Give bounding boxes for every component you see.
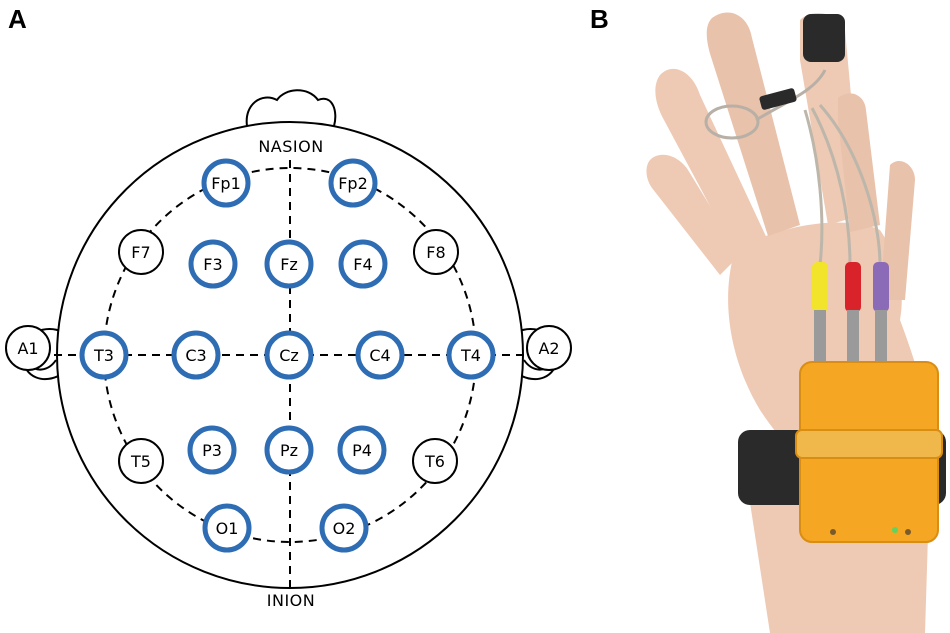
electrode-o1-label: O1 (216, 519, 239, 538)
thumb-right (880, 160, 915, 300)
electrode-t6-ring (412, 438, 458, 484)
electrode-a1: A1 (5, 325, 51, 371)
electrode-c3: C3 (171, 330, 221, 380)
electrode-c4-ring (355, 330, 405, 380)
electrode-f4: F4 (338, 239, 388, 289)
electrode-f8-ring (413, 229, 459, 275)
electrode-fz-ring (264, 239, 314, 289)
electrode-t3-ring (79, 330, 129, 380)
cable-connector (759, 88, 797, 110)
electrode-fp1-label: Fp1 (211, 174, 241, 193)
lead-wire-2 (810, 107, 852, 266)
nose-outline (245, 89, 337, 127)
electrode-f4-ring (338, 239, 388, 289)
inion-label-backdrop (258, 589, 324, 611)
electrode-t5-label: T5 (130, 452, 151, 471)
electrode-f7-ring (118, 229, 164, 275)
device-screw-2 (905, 529, 911, 535)
sensor-cable (755, 69, 827, 122)
electrode-fz-label: Fz (280, 255, 298, 274)
electrode-o1: O1 (202, 503, 252, 553)
electrode-pz-ring (264, 425, 314, 475)
electrode-c4-label: C4 (369, 346, 390, 365)
electrode-fp2-label: Fp2 (338, 174, 368, 193)
electrode-f7-label: F7 (131, 243, 150, 262)
electrode-a1-ring (5, 325, 51, 371)
electrode-p4-ring (337, 425, 387, 475)
eeg-montage-diagram: NASION INION Fp1 Fp2 F7 F3 Fz F4 F8 A1 T… (5, 89, 572, 611)
electrode-t6-label: T6 (424, 452, 445, 471)
electrode-t5: T5 (118, 438, 164, 484)
electrode-cz: Cz (264, 330, 314, 380)
inion-label: INION (267, 591, 315, 610)
cable-loop (704, 104, 760, 140)
electrode-o1-ring (202, 503, 252, 553)
electrode-t3: T3 (79, 330, 129, 380)
electrode-f3-ring (188, 239, 238, 289)
electrode-cz-label: Cz (279, 346, 299, 365)
electrode-fp1-ring (201, 158, 251, 208)
electrode-c3-ring (171, 330, 221, 380)
lead-plug-yellow (812, 262, 828, 312)
electrode-t5-ring (118, 438, 164, 484)
lead-plug-purple (873, 262, 889, 312)
electrode-t4-label: T4 (460, 346, 481, 365)
lead-plug-red (845, 262, 861, 312)
device-led (892, 527, 898, 533)
wearable-device-photo (646, 12, 946, 633)
electrode-o2: O2 (319, 503, 369, 553)
electrode-f3-label: F3 (203, 255, 222, 274)
electrode-fp2: Fp2 (328, 158, 378, 208)
electrode-o2-ring (319, 503, 369, 553)
panel-a-label: A (8, 4, 27, 34)
electrode-t3-label: T3 (93, 346, 114, 365)
electrode-a2-ring (526, 325, 572, 371)
nasion-label-backdrop (250, 136, 332, 156)
electrode-cz-ring (264, 330, 314, 380)
electrode-f8-label: F8 (426, 243, 445, 262)
electrode-t4-ring (446, 330, 496, 380)
electrode-a2-label: A2 (538, 339, 559, 358)
electrode-a1-label: A1 (17, 339, 38, 358)
ring-finger (706, 12, 800, 236)
electrode-c3-label: C3 (185, 346, 206, 365)
lead-connector-1 (814, 310, 826, 365)
little-finger (655, 68, 770, 263)
electrode-p3: P3 (187, 425, 237, 475)
electrode-p3-label: P3 (202, 441, 222, 460)
lead-wire-3 (818, 104, 882, 266)
electrode-f8: F8 (413, 229, 459, 275)
electrode-p4: P4 (337, 425, 387, 475)
device-clip (795, 429, 943, 459)
electrode-pz-label: Pz (280, 441, 298, 460)
device-screw-1 (830, 529, 836, 535)
electrode-fp1: Fp1 (201, 158, 251, 208)
lead-connector-2 (847, 310, 859, 365)
electrode-p3-ring (187, 425, 237, 475)
electrode-f4-label: F4 (353, 255, 372, 274)
electrode-a2: A2 (526, 325, 572, 371)
electrode-o2-label: O2 (333, 519, 356, 538)
lead-connector-3 (875, 310, 887, 365)
electrode-fp2-ring (328, 158, 378, 208)
electrode-pz: Pz (264, 425, 314, 475)
electrode-f7: F7 (118, 229, 164, 275)
electrode-t6: T6 (412, 438, 458, 484)
finger-electrode-cuff (803, 14, 845, 62)
electrode-t4: T4 (446, 330, 496, 380)
lead-wire-1 (803, 109, 824, 266)
electrode-p4-label: P4 (352, 441, 372, 460)
thumb (646, 154, 740, 275)
nasion-label: NASION (258, 137, 323, 156)
panel-b-label: B (590, 4, 609, 34)
electrode-f3: F3 (188, 239, 238, 289)
electrode-c4: C4 (355, 330, 405, 380)
electrode-fz: Fz (264, 239, 314, 289)
